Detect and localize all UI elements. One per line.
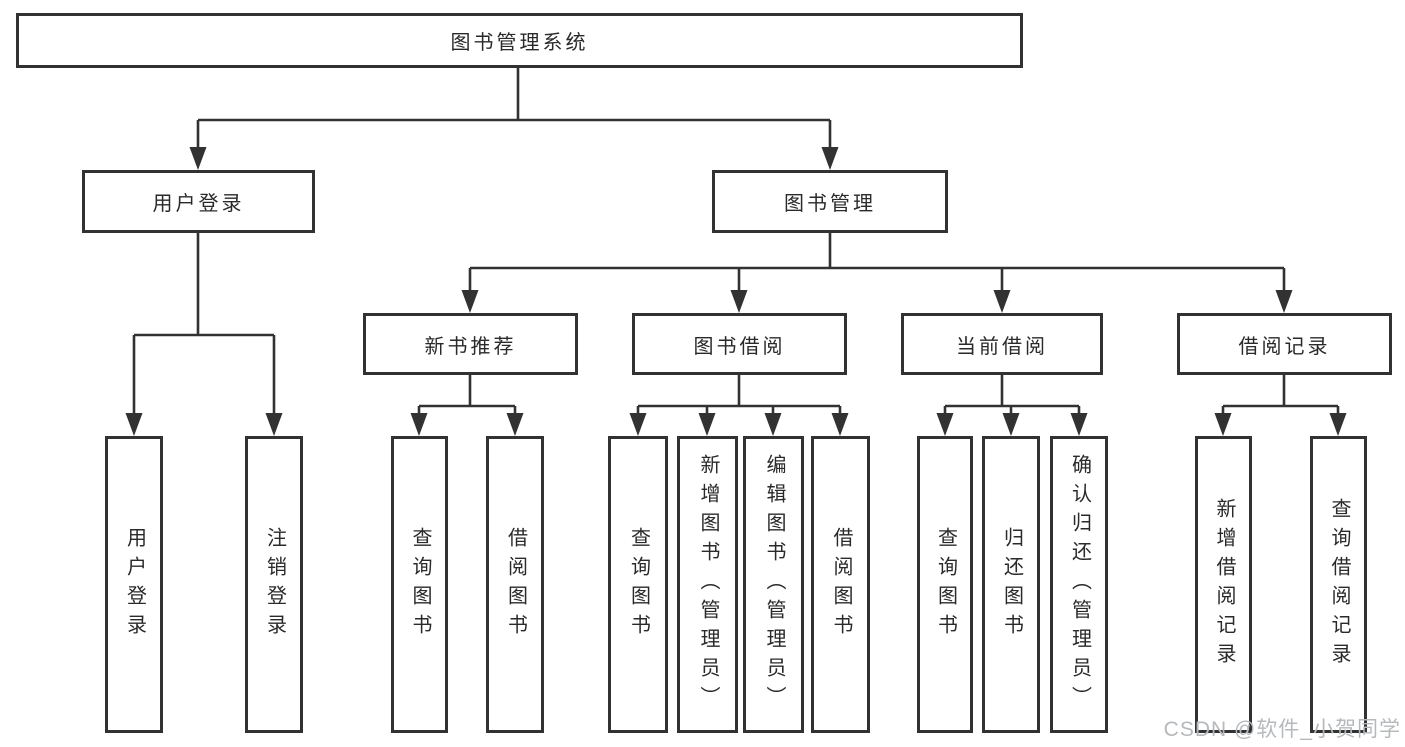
- node-library-management-system: 图书管理系统: [16, 13, 1023, 68]
- node-label: 新书推荐: [424, 335, 517, 358]
- node-label: 用户登录: [152, 193, 245, 215]
- arrowhead-icon: [410, 413, 428, 436]
- arrowhead-icon: [764, 413, 782, 436]
- node-label: 新增图书（管理员）: [697, 454, 719, 715]
- node-book-management: 图书管理: [712, 170, 948, 233]
- leaf-borrow-books: 借阅图书: [811, 436, 870, 733]
- node-current-borrowing: 当前借阅: [901, 313, 1103, 375]
- arrowhead-icon: [1214, 413, 1232, 436]
- node-label: 查询借阅记录: [1328, 497, 1350, 672]
- leaf-add-books-admin: 新增图书（管理员）: [677, 436, 738, 733]
- leaf-logout: 注销登录: [245, 436, 303, 733]
- arrowhead-icon: [831, 413, 849, 436]
- leaf-query-books-borrow: 查询图书: [608, 436, 668, 733]
- node-user-login: 用户登录: [82, 170, 315, 233]
- arrowhead-icon: [821, 147, 839, 170]
- node-label: 图书管理系统: [450, 32, 589, 54]
- leaf-query-books-recommend: 查询图书: [391, 436, 448, 733]
- node-label: 用户登录: [123, 526, 146, 643]
- arrowhead-icon: [1070, 413, 1088, 436]
- arrowhead-icon: [698, 413, 716, 436]
- arrowhead-icon: [629, 413, 647, 436]
- node-label: 确认归还（管理员）: [1068, 454, 1091, 715]
- arrowhead-icon: [189, 147, 207, 170]
- node-label: 图书借阅: [693, 335, 786, 358]
- leaf-return-books: 归还图书: [982, 436, 1040, 733]
- node-borrowing-records: 借阅记录: [1177, 313, 1392, 375]
- node-label: 借阅记录: [1238, 335, 1331, 358]
- arrowhead-icon: [125, 413, 143, 436]
- node-label: 注销登录: [263, 526, 286, 643]
- arrowhead-icon: [993, 290, 1011, 313]
- leaf-query-borrow-record: 查询借阅记录: [1310, 436, 1367, 733]
- leaf-confirm-return-admin: 确认归还（管理员）: [1050, 436, 1108, 733]
- node-label: 图书管理: [784, 193, 876, 215]
- connector-lines: [132, 68, 1340, 416]
- node-book-borrowing: 图书借阅: [632, 313, 847, 375]
- node-label: 归还图书: [1000, 526, 1023, 643]
- node-label: 查询图书: [934, 526, 957, 643]
- leaf-user-login: 用户登录: [105, 436, 163, 733]
- leaf-query-books-current: 查询图书: [917, 436, 973, 733]
- leaf-borrow-books-recommend: 借阅图书: [486, 436, 544, 733]
- arrowhead-icon: [730, 290, 748, 313]
- csdn-watermark: CSDN @软件_小贺同学: [1163, 718, 1401, 741]
- node-label: 新增借阅记录: [1213, 497, 1235, 672]
- leaf-add-borrow-record: 新增借阅记录: [1195, 436, 1252, 733]
- node-label: 编辑图书（管理员）: [763, 454, 785, 715]
- arrowhead-icon: [1329, 413, 1347, 436]
- arrowhead-icon: [1275, 290, 1293, 313]
- node-label: 借阅图书: [504, 526, 527, 643]
- node-label: 借阅图书: [830, 526, 852, 643]
- arrowhead-icon: [461, 290, 479, 313]
- arrowhead-icon: [936, 413, 954, 436]
- node-label: 查询图书: [409, 526, 431, 643]
- node-new-book-recommend: 新书推荐: [363, 313, 578, 375]
- node-label: 当前借阅: [956, 335, 1048, 358]
- arrowhead-icon: [1002, 413, 1020, 436]
- arrowhead-icon: [265, 413, 283, 436]
- node-label: 查询图书: [627, 526, 650, 643]
- arrowheads: [125, 147, 1347, 436]
- leaf-edit-books-admin: 编辑图书（管理员）: [743, 436, 804, 733]
- arrowhead-icon: [506, 413, 524, 436]
